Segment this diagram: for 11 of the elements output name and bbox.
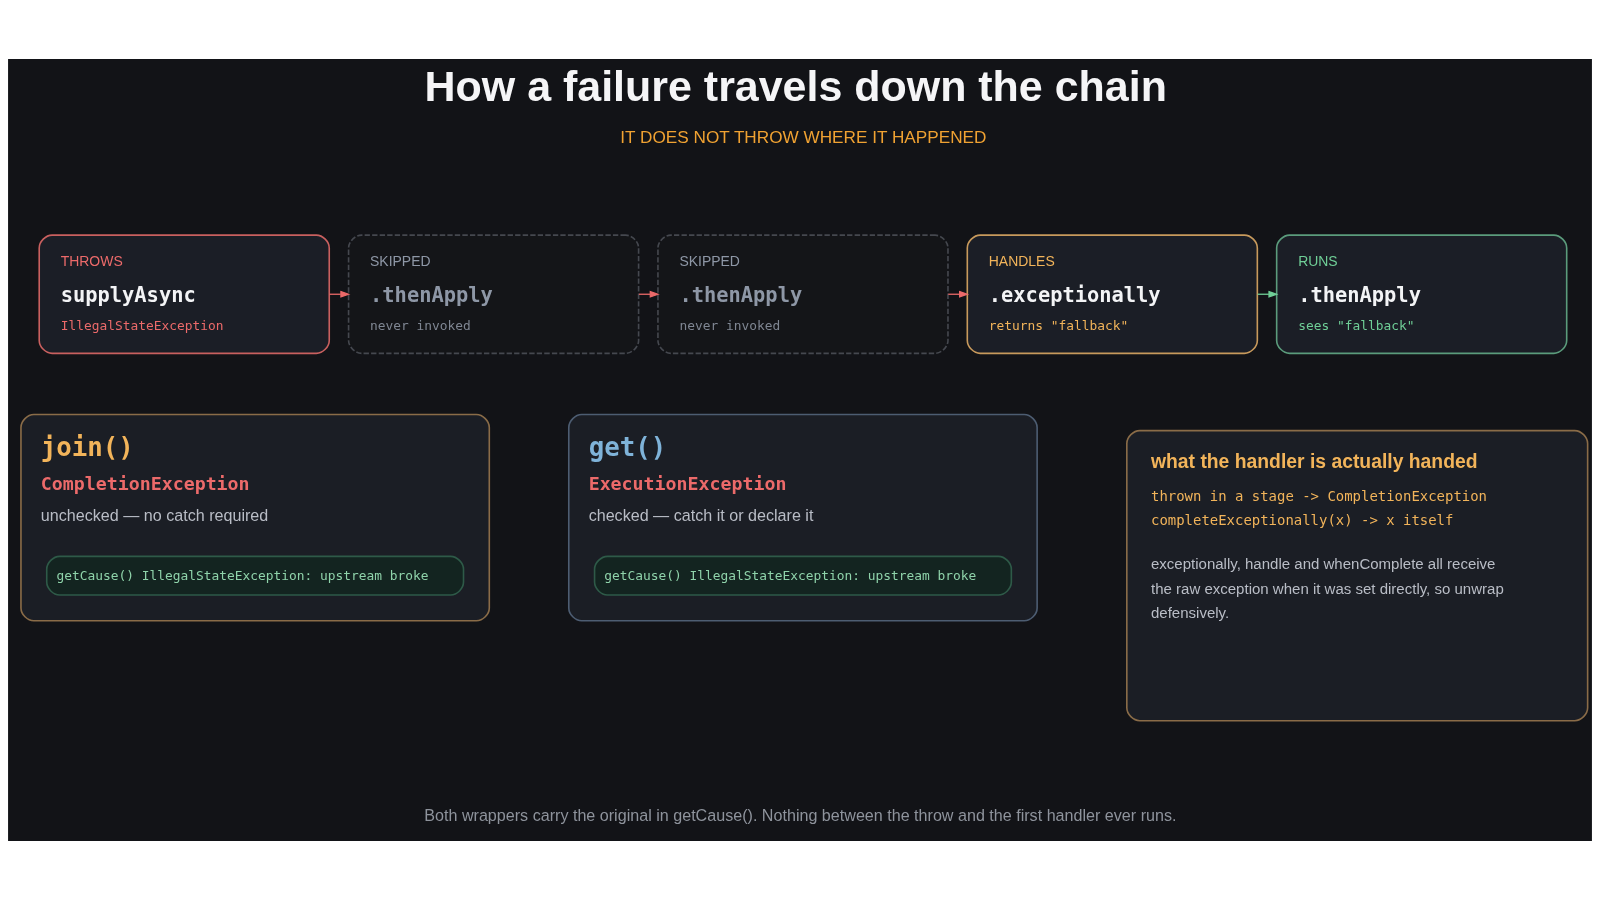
node-box: SKIPPED .thenApply never invoked (657, 234, 949, 355)
node-box: what the handler is actually handed thrown in a stage -> CompletionException completeExceptionally(x) -> x itself exceptionally, handle and whenComplete all receive the raw exception when it was set directly, so unwrap defensively. (1126, 429, 1589, 722)
label: IT DOES NOT THROW WHERE IT HAPPENED (620, 126, 987, 147)
node-box: getCause() IllegalStateException: upstream broke (45, 555, 465, 596)
node-box: THROWS supplyAsync IllegalStateException (38, 234, 331, 355)
node-box: HANDLES .exceptionally returns "fallback" (966, 234, 1259, 355)
diagram-title: How a failure travels down the chain (424, 61, 1167, 110)
node-box: SKIPPED .thenApply never invoked (347, 234, 640, 355)
node-box: getCause() IllegalStateException: upstream broke (593, 555, 1013, 596)
node-box: RUNS .thenApply sees "fallback" (1275, 234, 1568, 355)
caption: Both wrappers carry the original in getCause(). Nothing between the throw and the first handler ever runs. (424, 806, 1177, 825)
